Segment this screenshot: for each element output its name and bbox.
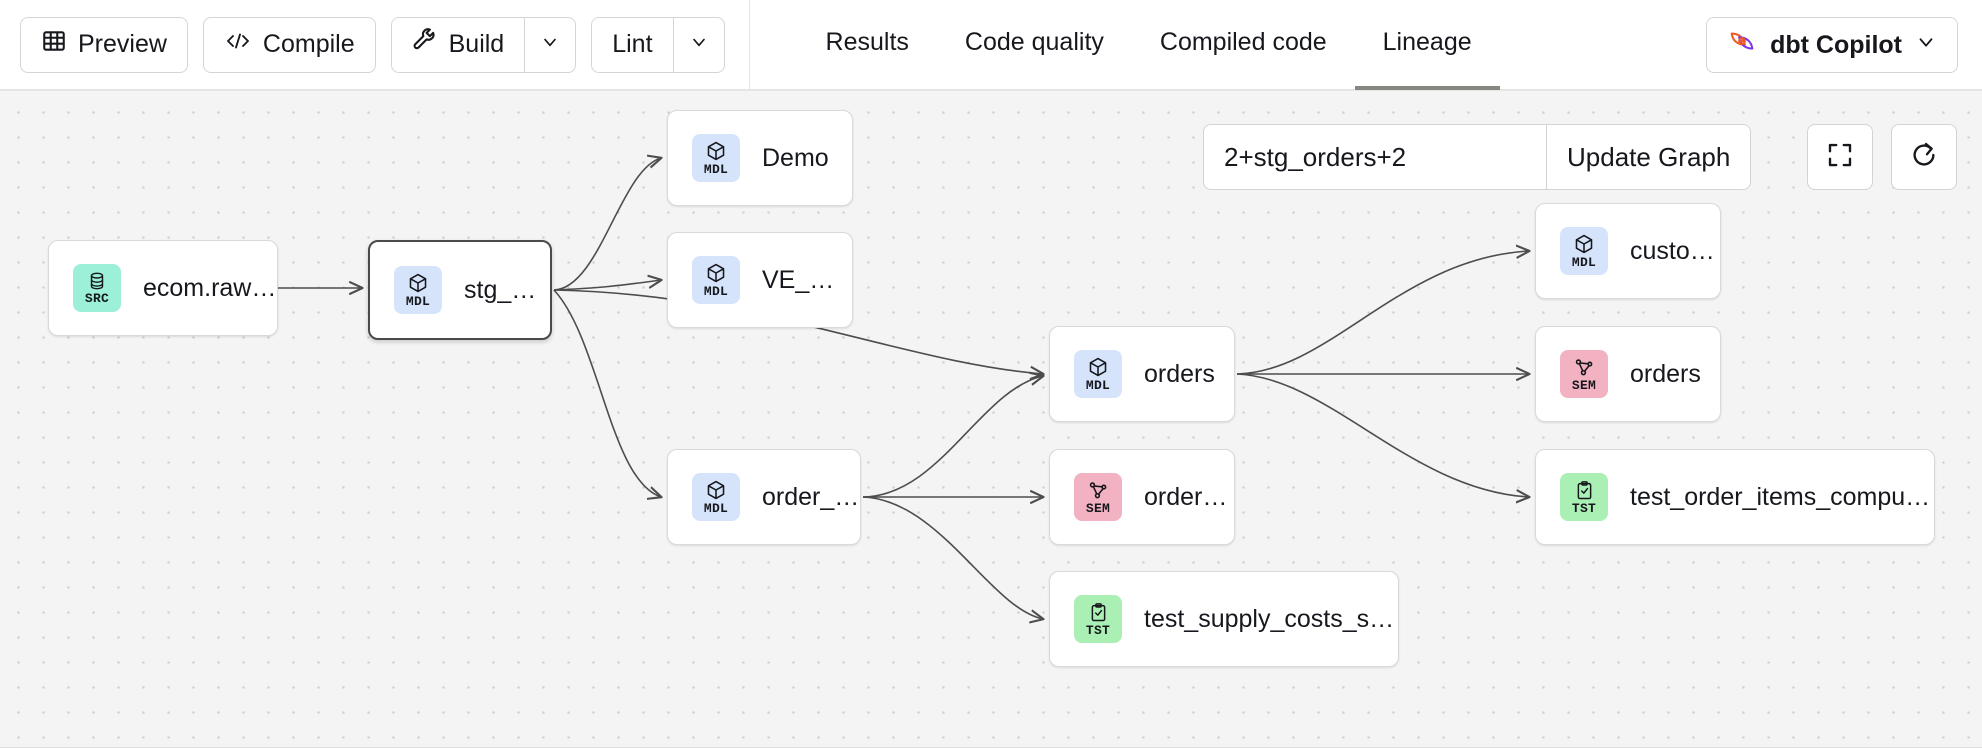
lineage-node-label: Demo (762, 143, 829, 172)
lineage-node-label: customers (1630, 236, 1720, 265)
preview-button[interactable]: Preview (20, 16, 188, 73)
lineage-canvas[interactable]: Update Graph SRCecom.raw_ordersMDLstg_or… (0, 90, 1982, 748)
lineage-node-orders_mdl[interactable]: MDL orders (1049, 326, 1235, 422)
wrench-icon (412, 28, 438, 61)
node-type-label: SEM (1571, 378, 1597, 393)
cube-icon (1573, 233, 1595, 255)
lineage-node-ve_demo[interactable]: MDL VE_Demo (667, 232, 853, 328)
cube-icon (407, 272, 429, 294)
refresh-button[interactable] (1891, 124, 1958, 190)
cube-icon (1087, 356, 1109, 378)
lint-button[interactable]: Lint (591, 16, 673, 73)
lineage-node-test_order_items[interactable]: TST test_order_items_compute_to_bools_c..… (1535, 449, 1935, 545)
cube-icon-badge: MDL (394, 266, 442, 314)
tab-lineage-label: Lineage (1382, 28, 1472, 56)
lineage-node-label: order_items (762, 482, 860, 511)
network-nodes-icon-badge: SEM (1074, 473, 1122, 521)
node-type-label: SEM (1085, 501, 1111, 516)
node-selector-box: Update Graph (1203, 124, 1752, 190)
compile-button[interactable]: Compile (202, 16, 376, 73)
node-type-label: TST (1571, 500, 1597, 516)
build-button-label: Build (448, 30, 505, 58)
chevron-down-icon (540, 32, 560, 57)
tab-compiled-code-label: Compiled code (1159, 28, 1327, 56)
cube-icon-badge: MDL (692, 134, 740, 182)
network-nodes-icon-badge: SEM (1560, 350, 1608, 398)
tab-compiled-code[interactable]: Compiled code (1132, 0, 1355, 90)
lint-dropdown-toggle[interactable] (672, 16, 725, 73)
fullscreen-icon (1825, 140, 1855, 175)
node-type-label: MDL (1571, 255, 1597, 270)
cube-icon-badge: MDL (692, 256, 740, 304)
cube-icon (705, 262, 727, 284)
lineage-node-label: order_item (1144, 482, 1234, 511)
lineage-node-order_items[interactable]: MDL order_items (667, 449, 861, 545)
lineage-node-order_item_sem[interactable]: SEM order_item (1049, 449, 1235, 545)
network-nodes-icon (1573, 356, 1595, 378)
panel-tabs: Results Code quality Compiled code Linea… (798, 0, 1500, 90)
lineage-node-orders_sem[interactable]: SEM orders (1535, 326, 1721, 422)
update-graph-label: Update Graph (1567, 141, 1731, 172)
chevron-down-icon (1915, 31, 1937, 60)
node-type-label: MDL (405, 294, 431, 309)
lineage-node-stg_orders[interactable]: MDL stg_orders (368, 240, 552, 340)
clipboard-check-icon-badge: TST (1074, 595, 1122, 643)
dbt-copilot-button[interactable]: dbt Copilot (1706, 17, 1958, 73)
cube-icon-badge: MDL (1074, 350, 1122, 398)
lineage-node-label: orders (1144, 359, 1215, 388)
build-dropdown-toggle[interactable] (524, 16, 577, 73)
lineage-node-ecom_raw_orders[interactable]: SRC ecom.raw_orders (48, 240, 278, 336)
dbt-copilot-icon (1727, 27, 1757, 64)
lineage-node-label: orders (1630, 359, 1701, 388)
code-brackets-icon (224, 28, 252, 61)
fullscreen-button[interactable] (1807, 124, 1874, 190)
cube-icon (705, 479, 727, 501)
database-icon-badge: SRC (73, 264, 121, 312)
tab-code-quality[interactable]: Code quality (937, 0, 1132, 90)
cube-icon (705, 140, 727, 162)
cube-icon-badge: MDL (692, 473, 740, 521)
node-type-label: MDL (703, 501, 729, 516)
lineage-node-customers[interactable]: MDL customers (1535, 203, 1721, 299)
lineage-node-label: ecom.raw_orders (143, 273, 277, 302)
lineage-node-label: stg_orders (464, 275, 550, 304)
dbt-copilot-label: dbt Copilot (1770, 30, 1902, 59)
build-split-button: Build (390, 16, 577, 73)
lint-split-button: Lint (591, 16, 725, 73)
build-button[interactable]: Build (390, 16, 525, 73)
lineage-node-demo[interactable]: MDL Demo (667, 110, 853, 206)
update-graph-button[interactable]: Update Graph (1546, 125, 1751, 189)
node-selector-input[interactable] (1204, 125, 1546, 189)
database-icon (87, 271, 107, 291)
tab-code-quality-label: Code quality (964, 28, 1104, 56)
lineage-node-test_supply[interactable]: TST test_supply_costs_sum_correctly (1049, 571, 1399, 667)
tab-lineage[interactable]: Lineage (1354, 0, 1500, 90)
lineage-node-label: VE_Demo (762, 265, 852, 294)
clipboard-check-icon (1574, 480, 1595, 501)
tab-results-label: Results (825, 28, 909, 56)
network-nodes-icon (1087, 479, 1109, 501)
node-type-label: SRC (84, 291, 110, 306)
compile-button-label: Compile (262, 30, 355, 58)
top-toolbar: Preview Compile Build (0, 0, 1982, 90)
refresh-icon (1909, 140, 1939, 175)
lineage-node-label: test_order_items_compute_to_bools_c... (1630, 482, 1934, 511)
node-type-label: TST (1085, 622, 1111, 638)
clipboard-check-icon (1088, 602, 1109, 623)
lint-button-label: Lint (612, 30, 653, 58)
chevron-down-icon (689, 32, 709, 57)
preview-button-label: Preview (78, 30, 167, 58)
lineage-edges (278, 90, 1982, 748)
lineage-node-label: test_supply_costs_sum_correctly (1144, 604, 1398, 633)
table-icon (41, 28, 67, 61)
node-type-label: MDL (1085, 378, 1111, 393)
toolbar-divider (748, 0, 750, 90)
graph-controls: Update Graph (1203, 124, 1958, 190)
node-type-label: MDL (703, 284, 729, 299)
tab-results[interactable]: Results (798, 0, 937, 90)
cube-icon-badge: MDL (1560, 227, 1608, 275)
clipboard-check-icon-badge: TST (1560, 473, 1608, 521)
action-button-group: Preview Compile Build (20, 16, 725, 73)
node-type-label: MDL (703, 162, 729, 177)
